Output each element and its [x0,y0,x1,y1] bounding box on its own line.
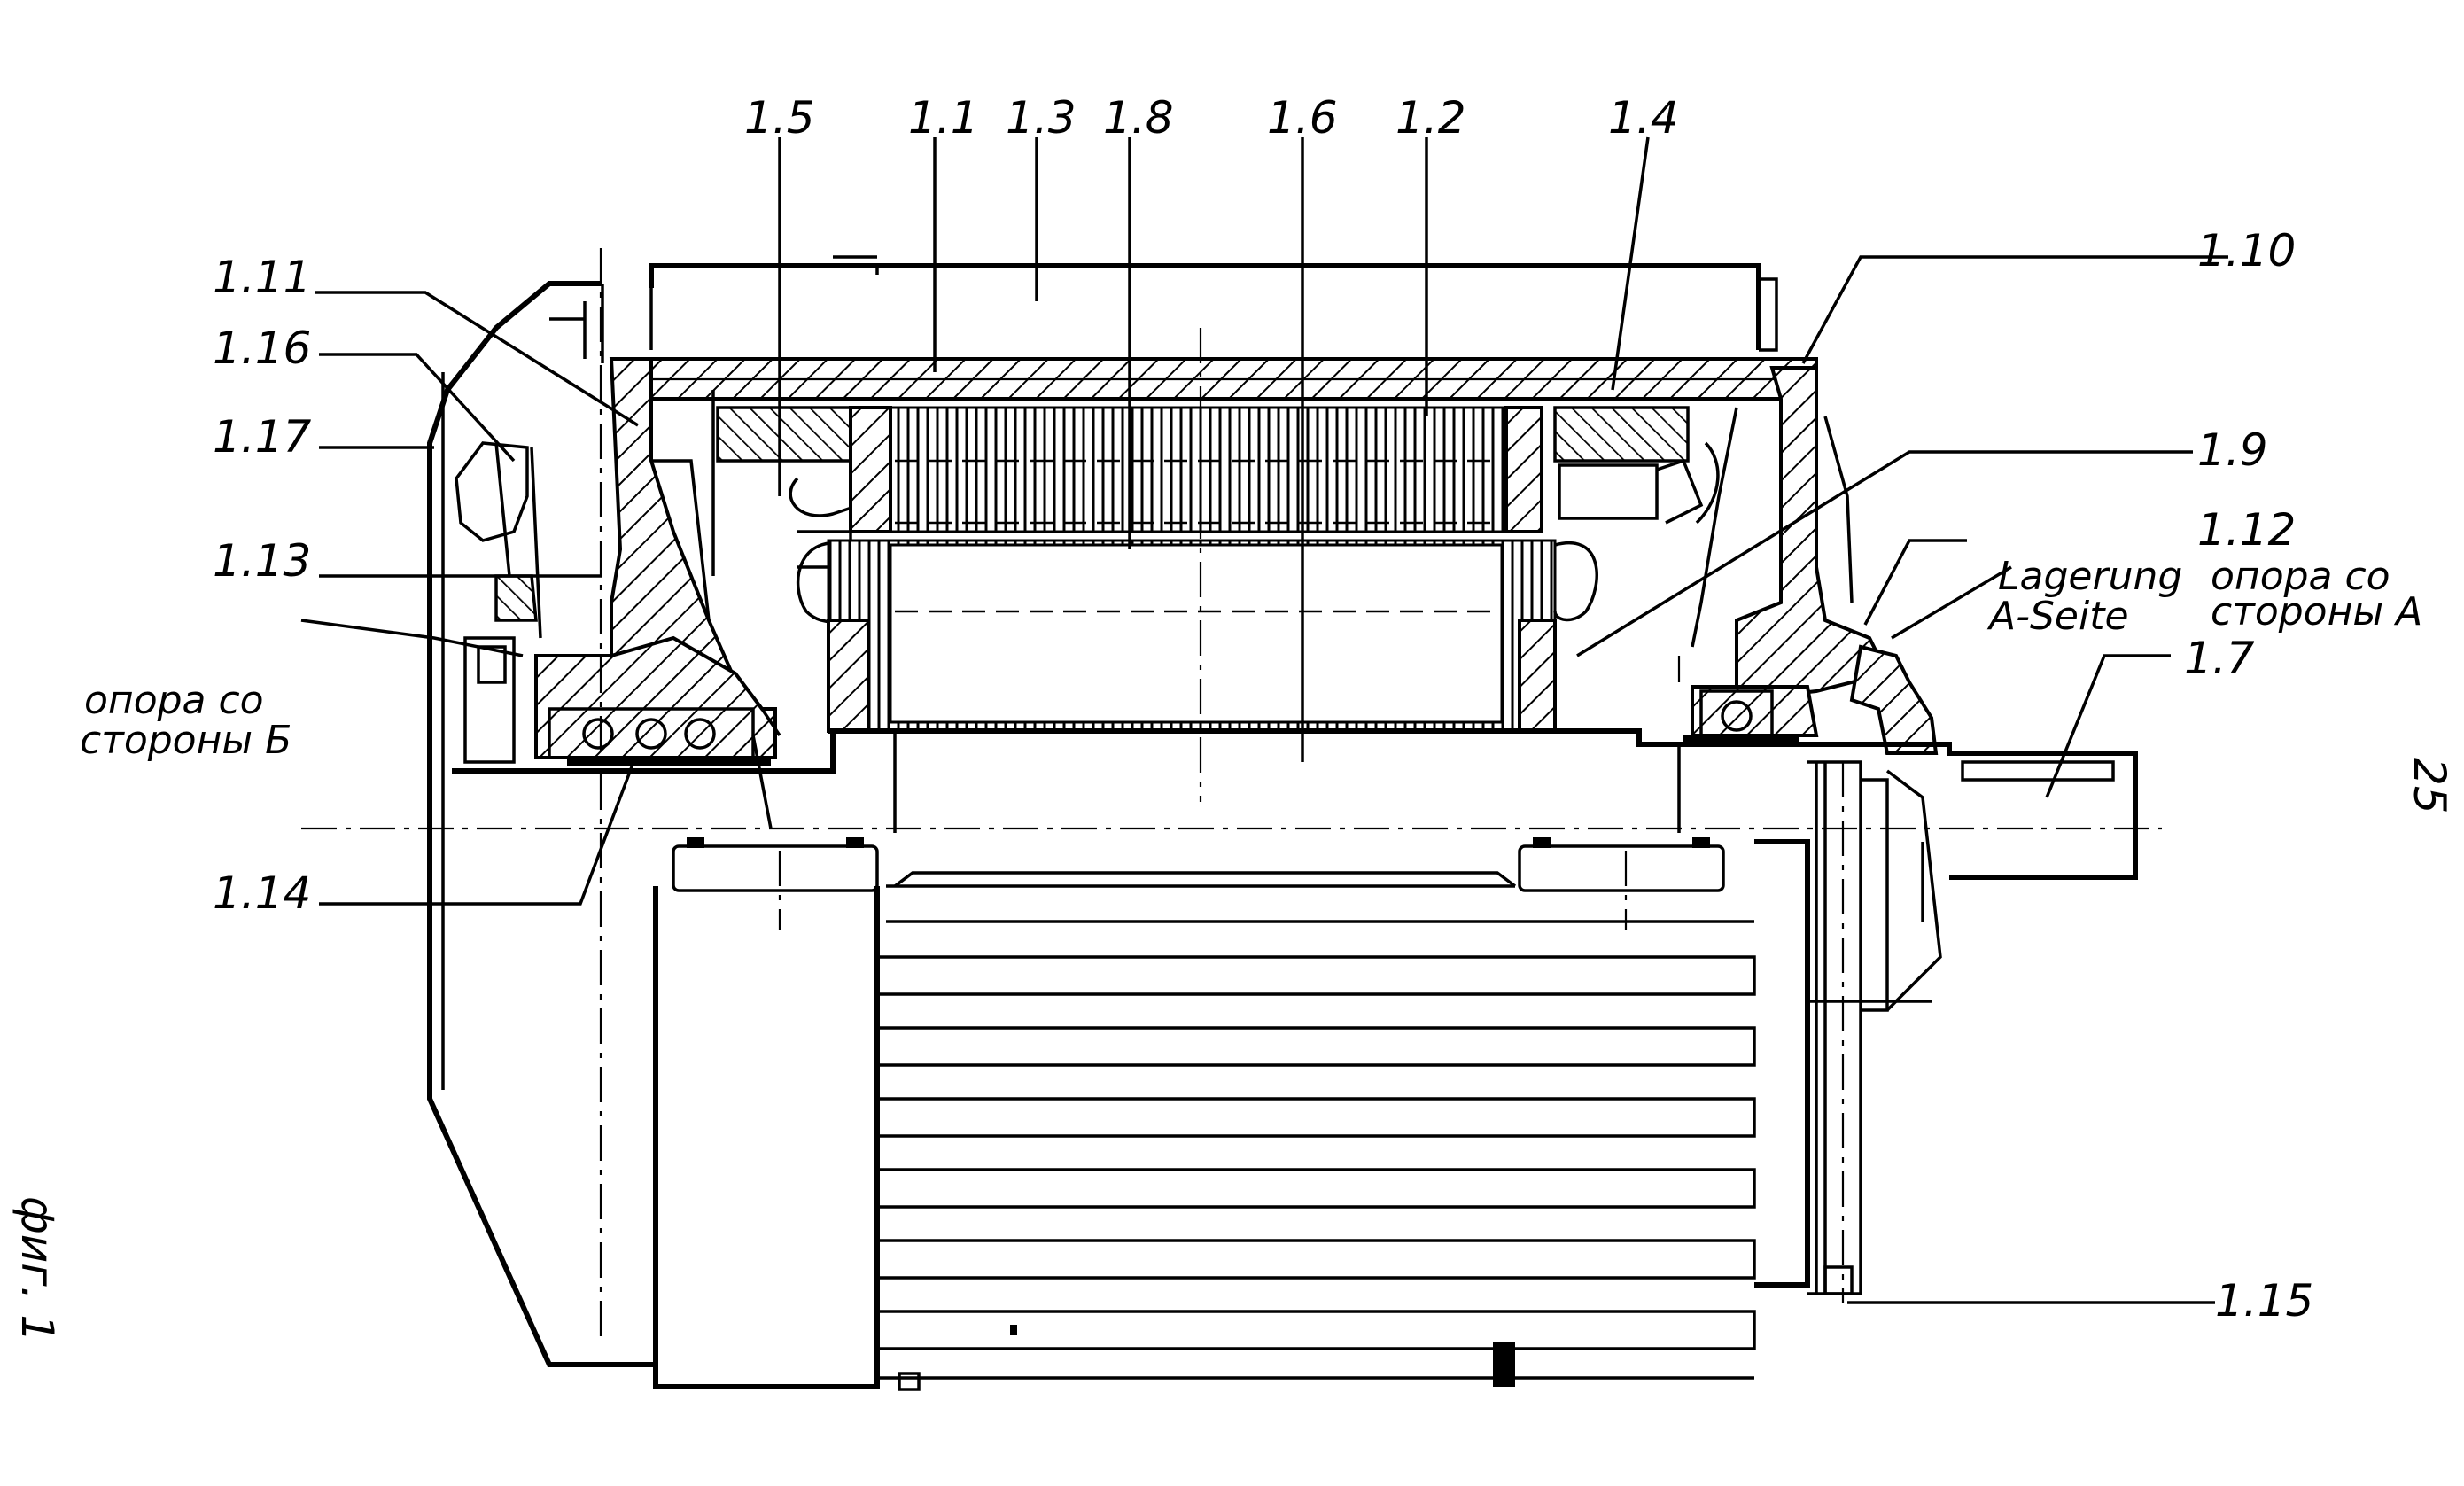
label-1-8: 1.8 [1103,92,1174,144]
foot-flange-right [1518,844,1725,892]
note-lagerung-line1: Lagerung [1998,554,2182,599]
label-1-9: 1.9 [2197,424,2268,476]
label-1-5: 1.5 [744,92,815,144]
lower-exterior-view [653,760,1942,1391]
terminal-box-outline [649,263,1761,350]
label-1-17: 1.17 [213,411,312,463]
frame-exterior [653,886,880,1389]
bearing-cap-a [1691,685,1819,737]
fan-cowl [427,281,656,1367]
label-1-12: 1.12 [2197,504,2296,556]
label-1-11: 1.11 [213,252,311,303]
label-1-13: 1.13 [213,535,311,587]
shaft [452,728,2138,880]
note-lagerung-line2: A-Seite [1986,594,2129,639]
label-1-2: 1.2 [1395,92,1466,144]
winding-head-a-lower [1553,541,1598,622]
label-1-3: 1.3 [1006,92,1077,144]
note-support-a-line2: стороны А [2211,589,2422,634]
shaft-key [1961,760,2115,782]
note-support-b-line1: опора со [84,678,264,723]
fan-blade [455,441,529,542]
label-1-10: 1.10 [2197,225,2296,276]
note-support-a-line1: опора со [2211,554,2390,599]
figure-caption: фиг. 1 [12,1196,63,1342]
winding-head-b-upper [716,406,852,463]
foot-flange-left [672,844,879,892]
note-support-b-line2: стороны Б [80,718,291,763]
winding-head-a-upper [1553,406,1690,463]
label-1-1: 1.1 [908,92,979,144]
end-shield-a [1735,366,1890,703]
upper-section-view [427,255,2138,1367]
page-number: 25 [2404,758,2455,814]
bearing-cap-b [534,635,777,759]
label-1-14: 1.14 [213,867,311,919]
label-1-16: 1.16 [213,323,311,374]
cooling-ribs [875,920,1756,1380]
leader-lines [300,136,2228,1304]
label-1-15: 1.15 [2215,1275,2313,1327]
label-1-4: 1.4 [1608,92,1679,144]
part-labels: 1.5 1.1 1.3 1.8 1.6 1.2 1.4 1.10 1.11 1.… [12,92,2455,1342]
stator-core [849,406,1543,533]
label-1-6: 1.6 [1267,92,1338,144]
label-1-7: 1.7 [2184,633,2255,684]
flange-a-exterior [1754,839,1810,1288]
